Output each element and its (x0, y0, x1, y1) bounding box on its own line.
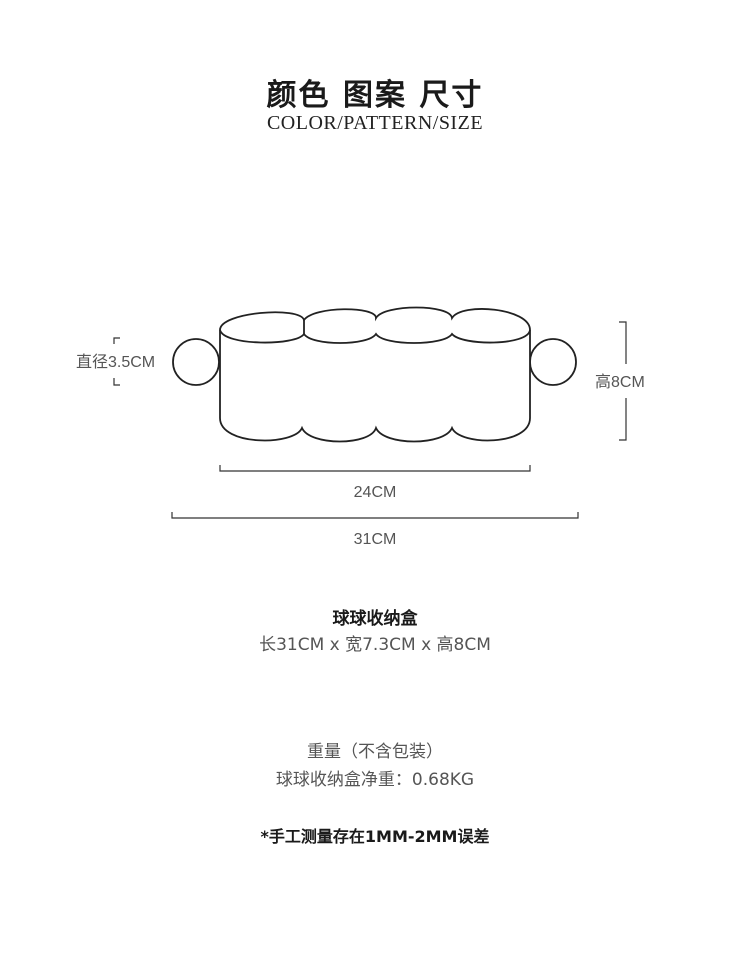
diameter-label: 直径3.5CM (76, 353, 155, 371)
inner-width-label: 24CM (354, 484, 397, 501)
weight-title: 重量（不含包装） (307, 742, 443, 762)
outer-width-label: 31CM (354, 531, 397, 548)
box-top-front-edge (219, 329, 531, 344)
left-ball-handle (172, 338, 220, 386)
box-body (219, 306, 531, 443)
product-name: 球球收纳盒 (332, 609, 418, 629)
weight-value: 球球收纳盒净重：0.68KG (275, 770, 475, 790)
height-bracket-top (619, 321, 627, 364)
measurement-note: *手工测量存在1MM-2MM误差 (260, 827, 490, 846)
right-ball-handle (529, 338, 577, 386)
product-dimensions: 长31CM x 宽7.3CM x 高8CM (259, 635, 491, 655)
inner-width-line (219, 465, 531, 472)
diameter-bracket-bottom (113, 378, 120, 386)
page-title: 颜色 图案 尺寸 (266, 78, 484, 113)
height-bracket-bottom (619, 398, 627, 441)
outer-width-line (171, 512, 579, 519)
height-label: 高8CM (595, 373, 645, 391)
diameter-bracket-top (113, 337, 120, 344)
page-subtitle: COLOR/PATTERN/SIZE (266, 112, 484, 134)
